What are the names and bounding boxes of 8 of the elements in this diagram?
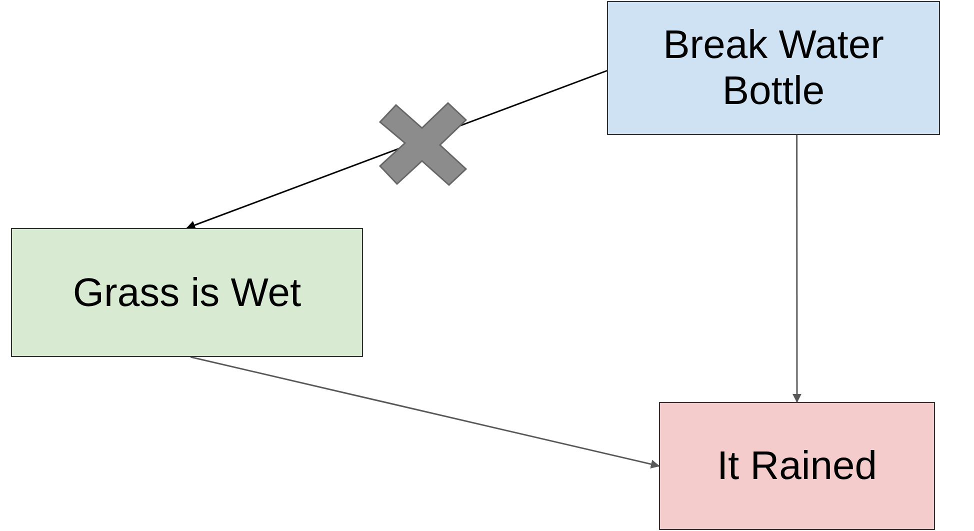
process-box: [607, 1, 940, 135]
arrow: [792, 135, 802, 403]
process-box: [11, 228, 363, 357]
process-box: [659, 402, 935, 530]
node-label: Grass is Wet: [72, 270, 302, 316]
node-label: It Rained: [716, 443, 878, 489]
arrow: [190, 356, 660, 469]
node-label: Break Water Bottle: [662, 22, 885, 114]
